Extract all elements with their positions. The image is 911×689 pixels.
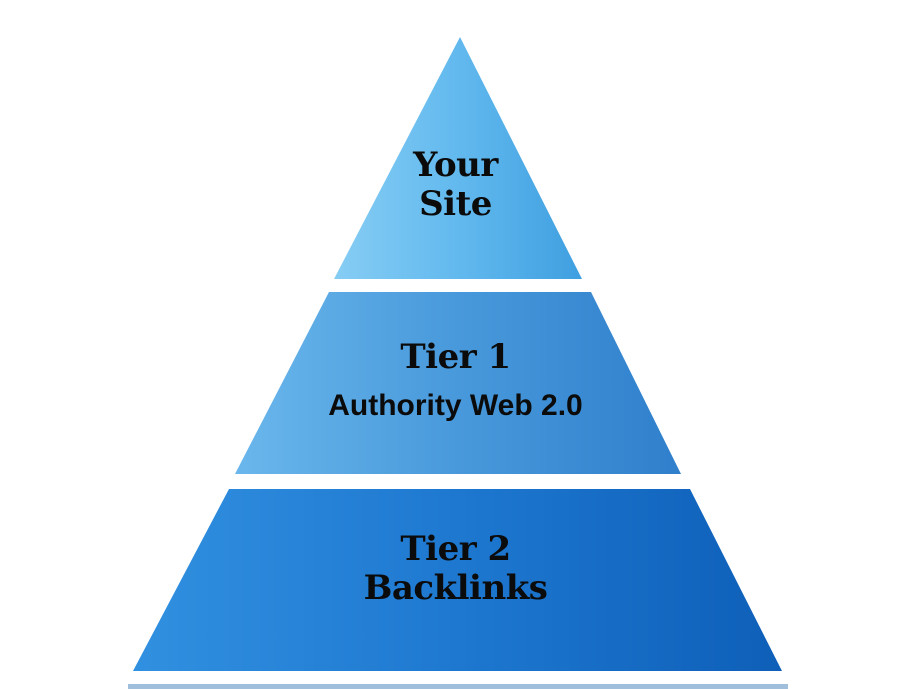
tier-middle-label: Tier 1 Authority Web 2.0 [0,337,911,424]
base-line [128,684,788,689]
tier-middle-shape [235,292,681,474]
tier-middle-line1: Tier 1 [400,337,511,377]
tier-bottom-label: Tier 2 Backlinks [0,529,911,609]
tier-top-shape [334,37,582,279]
tier-top-line2: Site [419,184,492,225]
tier-bottom-shape [133,489,782,671]
tier-bottom-line1: Tier 2 [400,529,511,569]
tier-middle-line2: Authority Web 2.0 [328,389,583,423]
tier-bottom-line2: Backlinks [363,568,548,609]
tier-top-label: Your Site [0,145,911,225]
tier-top-line1: Your [413,145,498,185]
